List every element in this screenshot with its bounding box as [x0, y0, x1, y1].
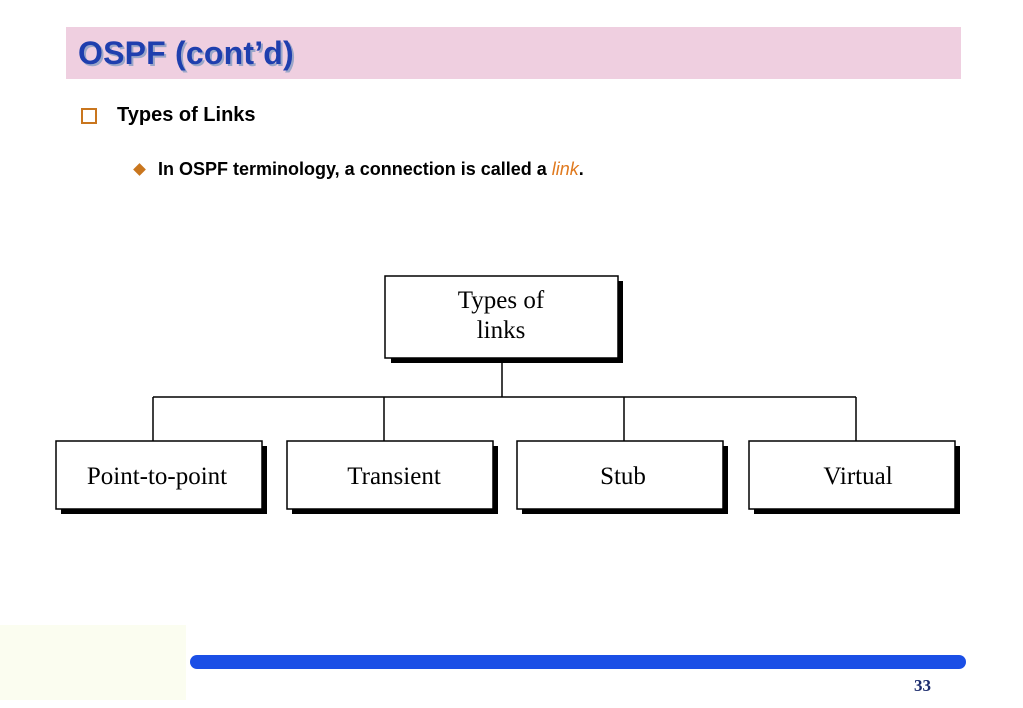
root-node: Types of links: [384, 275, 623, 363]
emphasized-term: link: [551, 159, 579, 179]
bullet-level1: Types of Links: [81, 104, 256, 127]
child-label-point-to-point: Point-to-point: [87, 463, 227, 490]
child-node-transient: Transient: [286, 440, 498, 514]
child-label-transient: Transient: [347, 463, 441, 490]
child-label-virtual: Virtual: [823, 463, 892, 490]
root-node-label-line2: links: [477, 317, 526, 344]
child-node-virtual: Virtual: [748, 440, 960, 514]
root-node-label-line1: Types of: [458, 287, 545, 314]
bullet-level2-text: In OSPF terminology, a connection is cal…: [158, 159, 584, 180]
page-number: 33: [914, 676, 931, 695]
slide-title: OSPF (cont’d): [78, 35, 294, 71]
bullet-level2-prefix: In OSPF terminology, a connection is cal…: [158, 159, 552, 179]
square-bullet-icon: [81, 107, 97, 124]
bullet-level2-suffix: .: [578, 159, 584, 179]
bullet-level2: In OSPF terminology, a connection is cal…: [133, 159, 584, 180]
child-label-stub: Stub: [600, 463, 646, 490]
connector-lines: [152, 358, 857, 441]
corner-decoration: [0, 625, 186, 700]
footer-bar: [190, 655, 966, 669]
child-node-stub: Stub: [516, 440, 728, 514]
bullet-level1-text: Types of Links: [117, 104, 256, 126]
child-node-point-to-point: Point-to-point: [55, 440, 267, 514]
title-bar: OSPF (cont’d): [66, 27, 961, 79]
